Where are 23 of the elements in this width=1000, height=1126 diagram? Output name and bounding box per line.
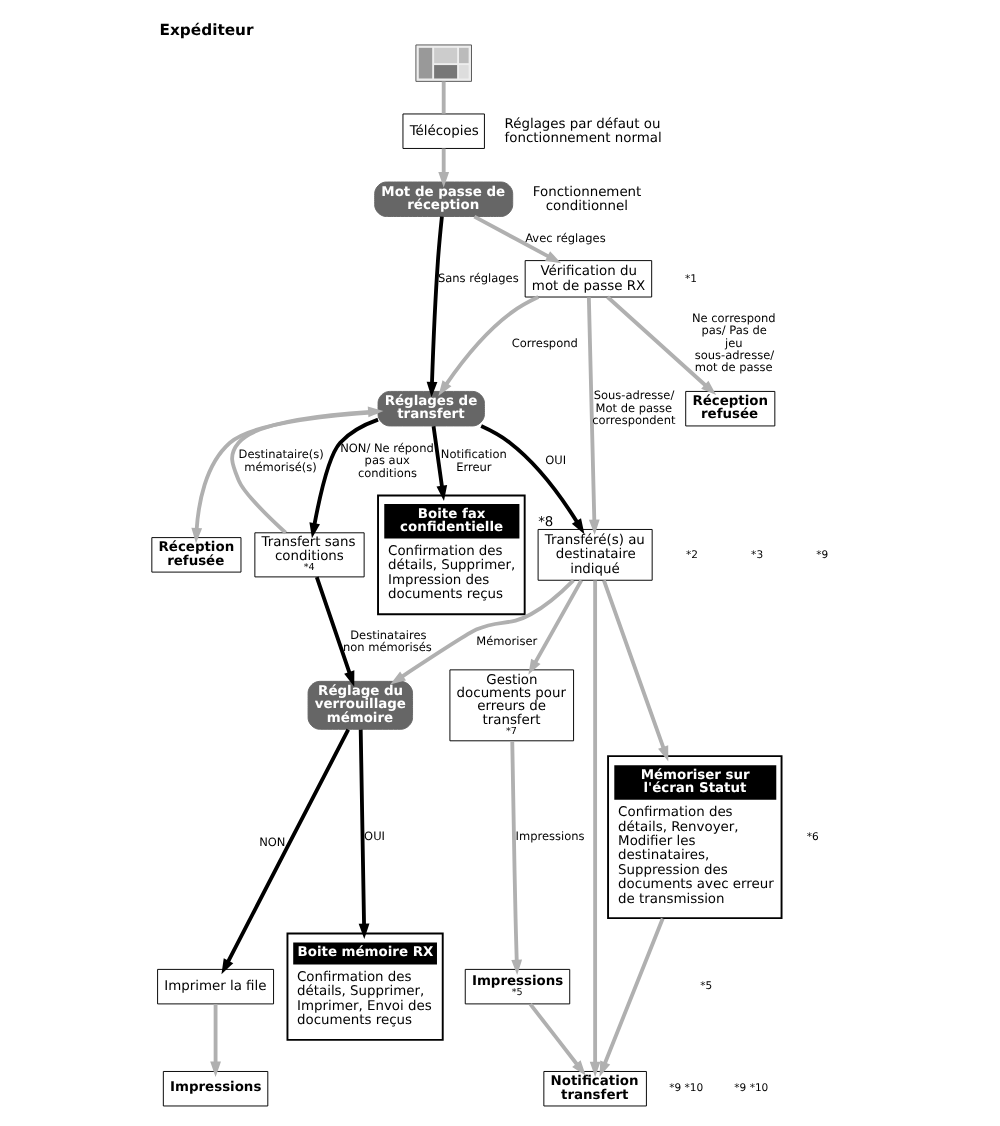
arrow (210, 1004, 221, 1077)
arrow (589, 580, 601, 1078)
arrow (221, 728, 350, 975)
arrow (528, 1002, 586, 1076)
arrow (358, 729, 370, 940)
arrow (606, 295, 717, 396)
arrow (473, 215, 562, 264)
arrow (528, 579, 584, 675)
arrow (602, 579, 669, 762)
arrow (438, 295, 540, 396)
arrow (510, 741, 523, 976)
arrow (426, 216, 444, 398)
arrow (431, 425, 448, 501)
arrow (191, 410, 379, 544)
arrow (586, 297, 600, 535)
arrow (390, 579, 575, 685)
arrow (438, 148, 450, 188)
arrow (309, 417, 379, 539)
connector (441, 81, 446, 114)
arrow (599, 917, 665, 1077)
arrow (480, 424, 585, 535)
arrow (314, 576, 355, 687)
arrow (230, 406, 384, 535)
